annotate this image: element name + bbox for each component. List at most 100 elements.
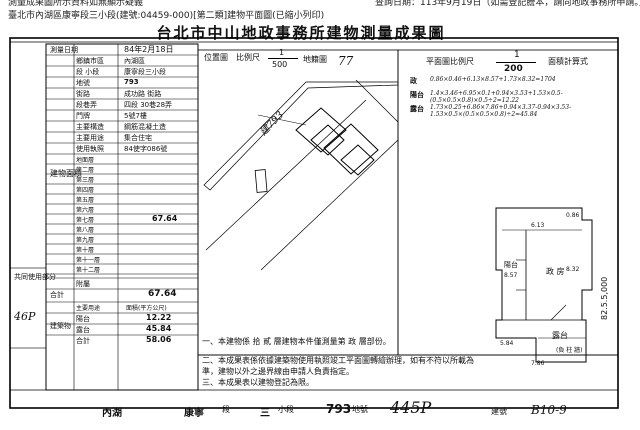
building-footprint xyxy=(295,107,379,176)
calc-line-value: 1.4×3.46+6.95×0.1+0.94×3.53+1.53×0.5-(0.… xyxy=(430,90,563,104)
floor-row-label: 第五層 xyxy=(76,197,95,204)
location-scale-num: 1 xyxy=(279,48,285,57)
footer-section-suffix: 段 xyxy=(222,405,230,414)
calc-line-key: 陽台 xyxy=(410,91,424,99)
area-method-label: 面積計算式 xyxy=(548,57,588,66)
table-row-label: 主要用途 xyxy=(76,134,104,142)
calc-line-value: 0.86×0.46+6.13×8.57+1.73×8.32=1704 xyxy=(430,76,556,83)
table-row-label: 段 小段 xyxy=(76,68,100,76)
table-row-value: 四段 30巷28弄 xyxy=(124,101,173,109)
common-label: 共同使用部分 xyxy=(14,273,56,281)
table-row-label: 門牌 xyxy=(76,112,90,120)
calc-line-value: 1.73×0.25+6.86×7.86+0.94×3.37-0.94×3.53-… xyxy=(430,104,572,118)
plan-dim-1: 8.57 xyxy=(504,272,518,279)
table-row-value: 84使字086號 xyxy=(124,145,168,153)
accessory-total-value: 58.06 xyxy=(146,335,172,344)
header-line1-left: 測量成果圖所示資料如無顯示疑義 xyxy=(8,0,144,8)
survey-date-value: 84年2月18日 xyxy=(124,45,174,54)
header-line2: 臺北市內湖區康寧段三小段(建號:04459-000)[第二類]建物平面圖(已縮小… xyxy=(8,11,325,21)
accessory-row-value: 45.84 xyxy=(146,324,172,333)
footer-build-no-label: 建號 xyxy=(491,407,507,416)
plan-dim-6: 7.86 xyxy=(531,360,545,367)
floor-row-label: 第三層 xyxy=(76,177,95,184)
survey-sheet: 台北市中山地政事務所建物測量成果圖 xyxy=(6,20,626,422)
floor-scale-den: 200 xyxy=(504,64,523,74)
plan-dim-3: 0.86 xyxy=(566,212,580,219)
accessory-area-header: 面積(平方公尺) xyxy=(126,305,167,312)
hand-note-46p: 46P xyxy=(14,310,36,323)
table-row-value: 內湖區 xyxy=(124,57,145,65)
floor-row-label: 第四層 xyxy=(76,187,95,194)
accessory-header: 主要用途 xyxy=(76,305,101,312)
table-row-label: 地號 xyxy=(76,79,90,87)
floor-row-label: 第八層 xyxy=(76,227,95,234)
table-row-label: 街路 xyxy=(76,90,90,98)
table-row-value: 793 xyxy=(124,78,139,86)
floor-plan-drawing xyxy=(495,207,593,363)
location-plan-frame xyxy=(197,49,399,356)
accessory-row-use: 陽台 xyxy=(76,315,90,323)
table-row-value: 成功路 街路 xyxy=(124,90,162,98)
plan-dim-5: 5.84 xyxy=(500,340,514,347)
footer-lot: 793 xyxy=(326,402,352,416)
plan-terrace-label: 露台 xyxy=(552,331,568,340)
table-row-label: 鄉鎮市區 xyxy=(76,57,104,65)
plan-dim-4: 6.13 xyxy=(531,222,545,229)
location-scale-den: 500 xyxy=(272,60,288,69)
footer-subsection-suffix: 小段 xyxy=(278,405,294,414)
table-row-label: 使用執照 xyxy=(76,145,104,153)
plan-balcony-label: 陽台 xyxy=(504,261,518,269)
total-label: 合計 xyxy=(50,291,64,299)
calc-line-key: 露台 xyxy=(410,105,424,113)
floor-scale-num: 1 xyxy=(514,50,520,60)
plan-main-label: 政 房 xyxy=(546,267,565,276)
location-lot-suffix: 地籍圖 xyxy=(303,55,327,64)
accessory-row-value: 12.22 xyxy=(146,313,172,322)
footer-district: 內湖 xyxy=(102,408,122,419)
table-row-value: 5號7樓 xyxy=(124,112,147,120)
road-edge xyxy=(203,81,399,191)
floor-row-label: 第十層 xyxy=(76,247,95,254)
plan-dim-2: 8.32 xyxy=(566,266,580,273)
plan-sign-label: (負 柱 牆) xyxy=(556,347,583,354)
footer-lot-suffix: 地號 xyxy=(352,405,368,414)
calc-line-key: 政 xyxy=(410,77,417,85)
location-scale-bar xyxy=(268,58,298,59)
footer-subsection: 三 xyxy=(260,408,270,419)
floor-area-header: 建物面積 xyxy=(50,169,82,178)
survey-date-label: 測量日期 xyxy=(50,46,78,54)
subtotal-label: 附屬 xyxy=(76,280,90,288)
note-2: 二、本成果表係依據建築物使用執照竣工平面圖轉繪辦理，如有不符以所載為準，建物以外… xyxy=(202,356,474,376)
table-row-label: 主要構造 xyxy=(76,123,104,131)
table-row-value: 集合住宅 xyxy=(124,134,152,142)
location-scale-label: 比例尺 xyxy=(236,53,260,62)
small-structure xyxy=(254,169,268,193)
floor-row-label: 第九層 xyxy=(76,237,95,244)
location-plan-label: 位置圖 xyxy=(204,53,228,62)
floor-scale-label: 平面圖比例尺 xyxy=(426,57,474,66)
footer-file-no: B10-9 xyxy=(531,403,567,417)
floor-area-value: 67.64 xyxy=(152,214,178,223)
table-row-label: 段巷弄 xyxy=(76,101,97,109)
note-3: 三、本成果表以建物登記為限。 xyxy=(202,378,314,387)
floor-row-label: 第十二層 xyxy=(76,267,101,274)
accessory-row-use: 露台 xyxy=(76,326,90,334)
floor-row-label: 第二層 xyxy=(76,167,95,174)
header-line1-right: 查詢日期：113年9月19日（如需登記謄本，請向地政事務所申請。） xyxy=(375,0,640,8)
table-row-value: 康寧段三小段 xyxy=(124,68,166,76)
floor-row-label: 第七層 xyxy=(76,217,95,224)
floor-scale-bar xyxy=(496,62,536,63)
common-box xyxy=(9,267,47,349)
total-value: 67.64 xyxy=(148,289,177,299)
footer-section: 康寧 xyxy=(184,408,204,419)
footer-hand-no: 445P xyxy=(390,398,432,417)
table-row-value: 鋼筋混凝土造 xyxy=(124,123,166,131)
side-print-code: 82.5.5,000 xyxy=(600,276,609,320)
floor-row-label: 地面層 xyxy=(76,157,95,164)
floor-row-label: 第十一層 xyxy=(76,257,101,264)
lot-line-b xyxy=(260,139,399,271)
floor-row-label: 第六層 xyxy=(76,207,95,214)
location-lot-no: 77 xyxy=(338,54,354,68)
accessory-total-label: 合計 xyxy=(76,337,90,345)
sheet-drawing xyxy=(9,37,619,409)
